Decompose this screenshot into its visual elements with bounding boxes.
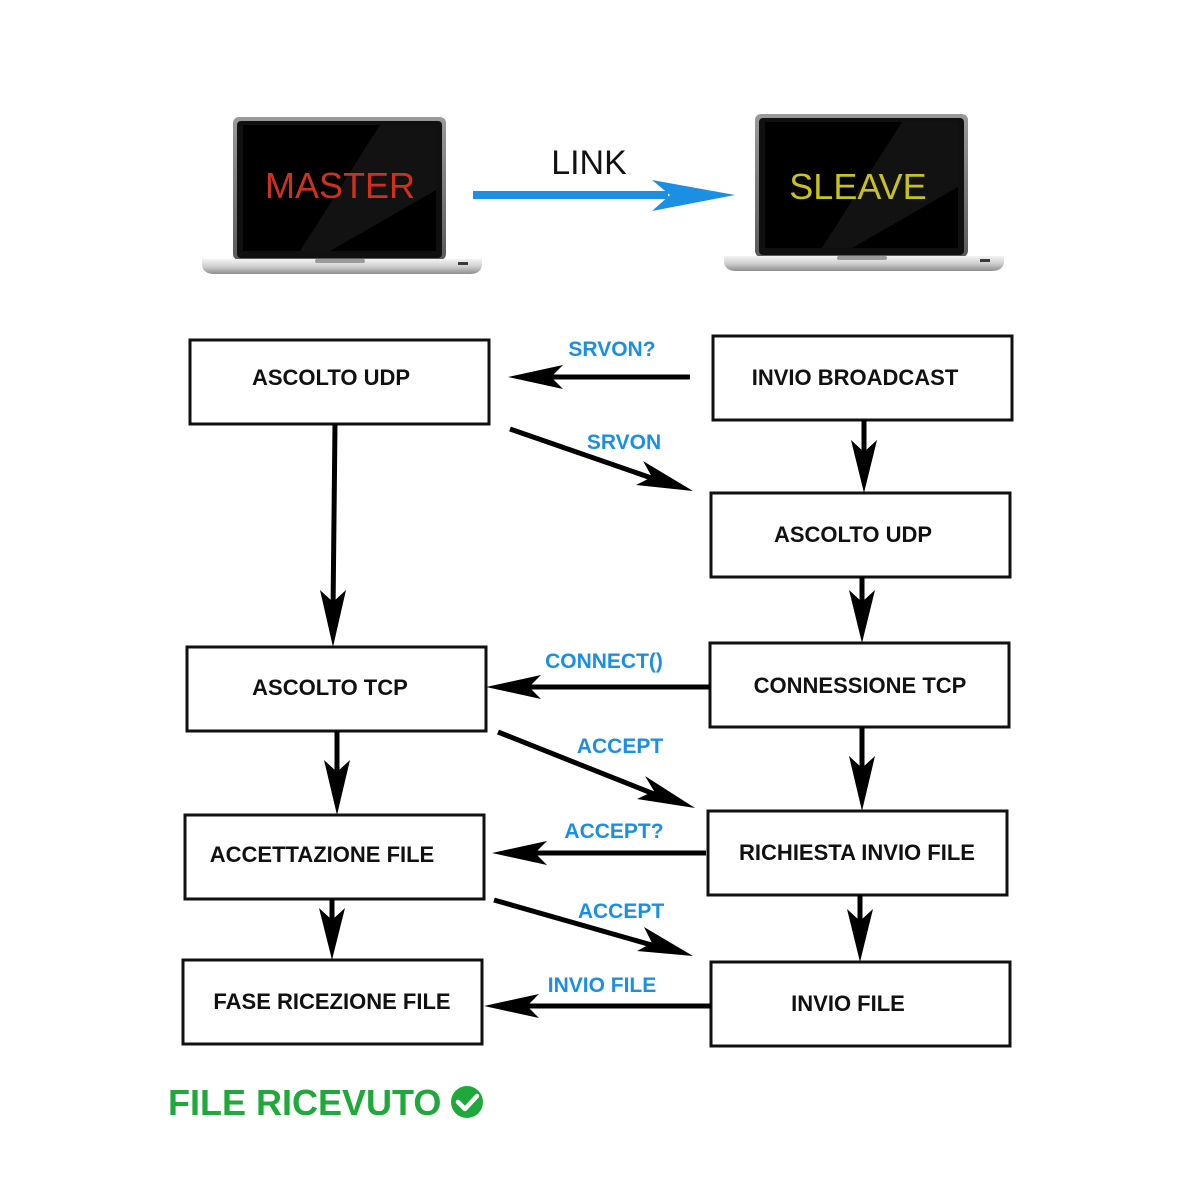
- slave-label: SLEAVE: [789, 166, 926, 207]
- arrow-accept-1: [497, 729, 695, 808]
- arrow-connect: [486, 675, 710, 699]
- box-slave-udp: ASCOLTO UDP: [709, 491, 1012, 579]
- box-slave-send-label: INVIO FILE: [791, 991, 905, 1016]
- box-master-tcp-label: ASCOLTO TCP: [252, 675, 408, 700]
- arrow-accept-query: [492, 841, 706, 865]
- box-slave-tcp: CONNESSIONE TCP: [708, 641, 1011, 729]
- msg-srvon-query: SRVON?: [568, 338, 655, 361]
- box-master-udp: ASCOLTO UDP: [188, 338, 491, 426]
- master-label: MASTER: [265, 165, 415, 206]
- link-arrow: [473, 180, 735, 211]
- msg-send-file: INVIO FILE: [548, 974, 657, 997]
- box-slave-broadcast: INVIO BROADCAST: [711, 334, 1014, 422]
- box-master-receive: FASE RICEZIONE FILE: [181, 958, 484, 1046]
- arrow-srvon: [509, 426, 693, 491]
- arrow-slave-udp-to-tcp: [849, 577, 875, 643]
- arrow-slave-broadcast-to-udp: [851, 420, 877, 493]
- msg-accept-query: ACCEPT?: [564, 820, 663, 843]
- box-master-receive-label: FASE RICEZIONE FILE: [213, 989, 450, 1014]
- box-master-udp-label: ASCOLTO UDP: [252, 365, 410, 390]
- arrow-srvon-query: [508, 365, 690, 389]
- arrow-master-udp-to-tcp: [320, 423, 346, 647]
- box-slave-send: INVIO FILE: [709, 960, 1012, 1048]
- check-circle-icon: [451, 1086, 483, 1118]
- box-slave-broadcast-label: INVIO BROADCAST: [752, 365, 959, 390]
- box-master-accept-file: ACCETTAZIONE FILE: [183, 813, 486, 901]
- msg-accept-1: ACCEPT: [577, 735, 664, 758]
- arrow-accept-2: [493, 897, 693, 956]
- arrow-slave-request-to-send: [847, 895, 873, 962]
- msg-connect: CONNECT(): [545, 650, 663, 673]
- arrow-send-file: [484, 994, 711, 1018]
- link-label: LINK: [551, 144, 627, 182]
- slave-laptop-icon: [724, 114, 1004, 271]
- box-master-accept-file-label: ACCETTAZIONE FILE: [210, 842, 434, 867]
- msg-srvon: SRVON: [587, 431, 661, 454]
- box-master-tcp: ASCOLTO TCP: [185, 645, 488, 733]
- box-slave-request-label: RICHIESTA INVIO FILE: [739, 840, 975, 865]
- msg-accept-2: ACCEPT: [578, 900, 665, 923]
- arrow-master-accept-to-receive: [319, 899, 345, 960]
- status-text: FILE RICEVUTO: [168, 1082, 441, 1123]
- arrow-master-tcp-to-accept: [324, 731, 350, 815]
- box-slave-udp-label: ASCOLTO UDP: [774, 522, 932, 547]
- master-laptop-icon: [202, 117, 482, 274]
- arrow-slave-tcp-to-request: [849, 727, 875, 811]
- box-slave-request: RICHIESTA INVIO FILE: [706, 809, 1009, 897]
- box-slave-tcp-label: CONNESSIONE TCP: [754, 673, 967, 698]
